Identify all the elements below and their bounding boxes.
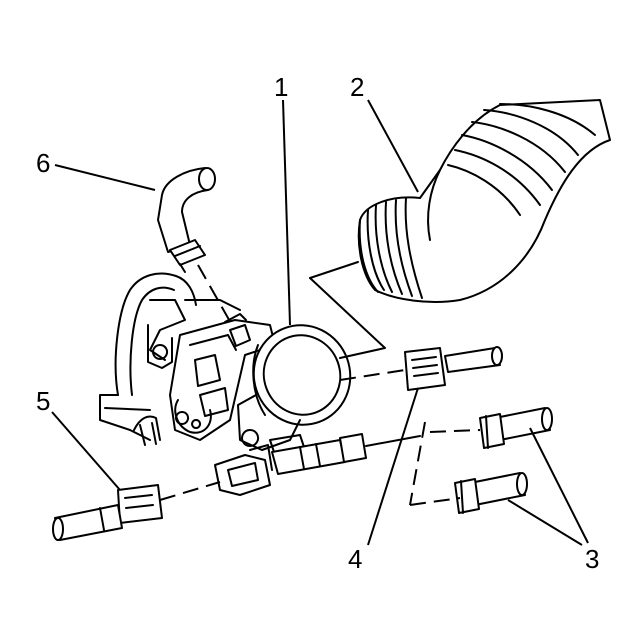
engine-casting	[99, 272, 241, 446]
hoses-3	[454, 407, 553, 514]
coolant-pipe	[271, 433, 421, 475]
callout-3: 3	[585, 544, 599, 574]
callout-2: 2	[350, 72, 364, 102]
assembly-lines	[159, 261, 481, 506]
connector-4	[404, 346, 503, 391]
leader-lines	[51, 99, 589, 546]
connector-5	[52, 484, 163, 541]
callout-4: 4	[348, 544, 362, 574]
callout-6: 6	[36, 148, 50, 178]
callout-5: 5	[36, 386, 50, 416]
throttle-body	[169, 313, 352, 496]
air-intake-duct	[357, 99, 611, 303]
callout-1: 1	[274, 72, 288, 102]
vacuum-hose	[157, 167, 216, 273]
